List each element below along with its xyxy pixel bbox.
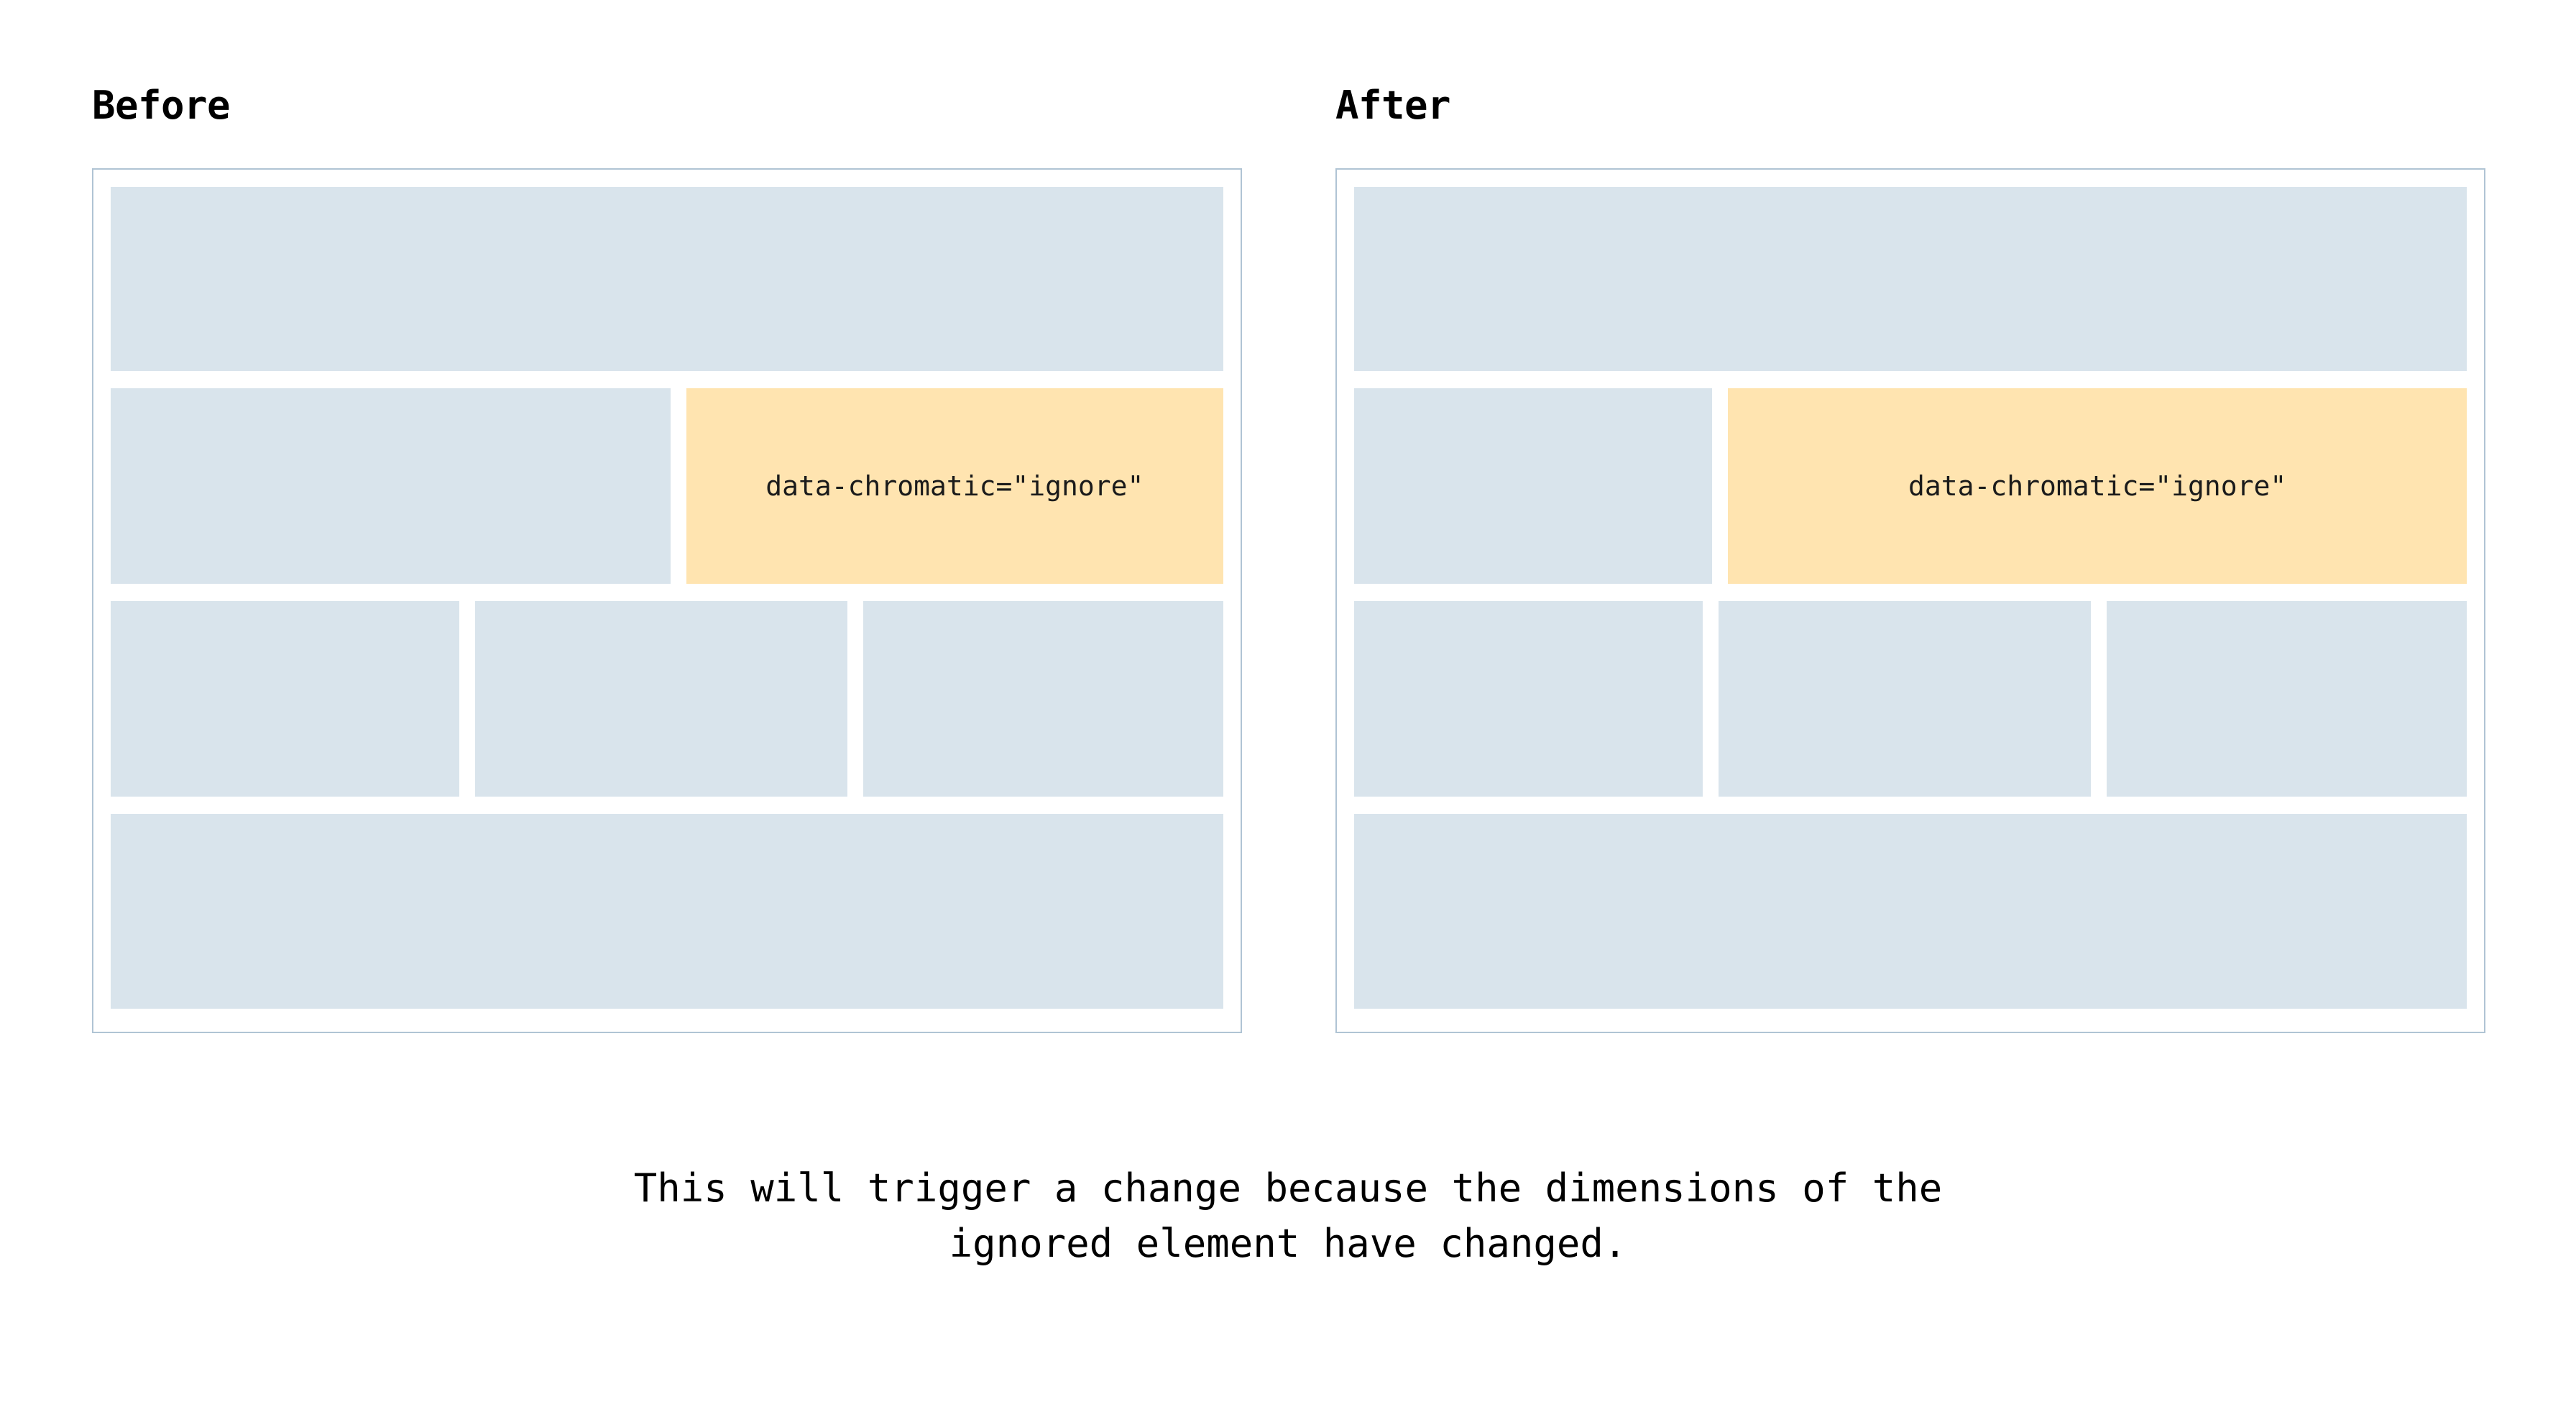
- ignored-element-block: data-chromatic="ignore": [1728, 388, 2467, 584]
- placeholder-block: [1354, 388, 1713, 584]
- before-panel: data-chromatic="ignore": [92, 168, 1242, 1033]
- before-row-triple: [111, 601, 1223, 797]
- after-panel: data-chromatic="ignore": [1335, 168, 2485, 1033]
- before-title: Before: [92, 83, 231, 128]
- before-row-hero: [111, 187, 1223, 371]
- placeholder-block: [111, 814, 1223, 1009]
- placeholder-block: [2106, 601, 2467, 797]
- placeholder-block: [111, 601, 460, 797]
- ignore-attribute-label: data-chromatic="ignore": [765, 470, 1144, 502]
- after-row-split: data-chromatic="ignore": [1354, 388, 2467, 584]
- after-row-triple: [1354, 601, 2467, 797]
- placeholder-block: [1354, 187, 2467, 371]
- placeholder-block: [862, 601, 1223, 797]
- caption: This will trigger a change because the d…: [246, 1161, 2330, 1271]
- after-row-hero: [1354, 187, 2467, 371]
- before-side: Before data-chromatic="ignore": [92, 86, 1242, 1033]
- after-side: After data-chromatic="ignore": [1335, 86, 2485, 1033]
- after-row-footer: [1354, 814, 2467, 1009]
- caption-line-2: ignored element have changed.: [949, 1220, 1627, 1266]
- before-row-footer: [111, 814, 1223, 1009]
- caption-line-1: This will trigger a change because the d…: [633, 1165, 1943, 1211]
- placeholder-block: [475, 601, 847, 797]
- placeholder-block: [111, 388, 671, 584]
- ignored-element-block: data-chromatic="ignore": [686, 388, 1223, 584]
- placeholder-block: [111, 187, 1223, 371]
- placeholder-block: [1354, 814, 2467, 1009]
- after-title: After: [1335, 83, 1451, 128]
- ignore-attribute-label: data-chromatic="ignore": [1908, 470, 2287, 502]
- before-after-comparison: Before data-chromatic="ignore": [92, 86, 2485, 1033]
- placeholder-block: [1719, 601, 2091, 797]
- placeholder-block: [1354, 601, 1703, 797]
- before-row-split: data-chromatic="ignore": [111, 388, 1223, 584]
